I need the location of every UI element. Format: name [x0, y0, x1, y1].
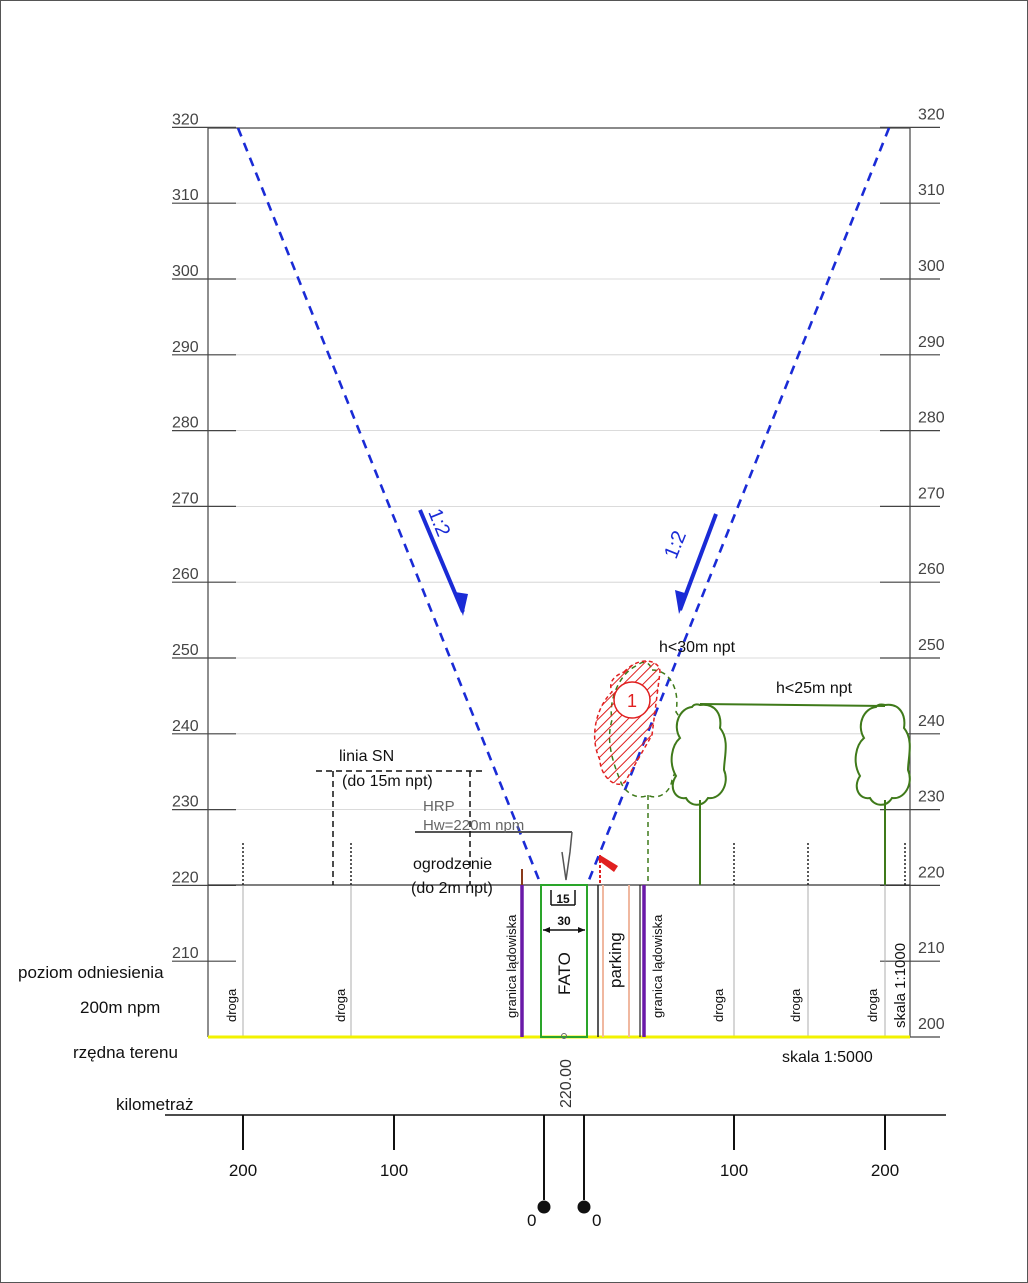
- right-elevation-label: 230: [918, 789, 945, 806]
- power-line-label: linia SN: [339, 748, 394, 765]
- elevation-gridlines: [208, 202, 910, 810]
- left-elevation-label: 250: [172, 642, 199, 659]
- dim-15-label: 15: [556, 892, 570, 906]
- dim-30-label: 30: [557, 914, 571, 928]
- road-label-3: droga: [711, 988, 726, 1022]
- right-elevation-label: 290: [918, 334, 945, 351]
- chainage-label: kilometraż: [116, 1095, 193, 1114]
- obstacle-penetration-zone: [593, 660, 661, 785]
- power-line-note: (do 15m npt): [342, 773, 433, 790]
- right-elevation-label: 260: [918, 561, 945, 578]
- left-elevation-label: 220: [172, 869, 199, 886]
- left-elevation-label: 210: [172, 945, 199, 962]
- tree-height-line: [699, 703, 886, 707]
- right-elevation-label: 320: [918, 106, 945, 123]
- left-elevation-label: 320: [172, 111, 199, 128]
- fence-note: (do 2m npt): [411, 880, 493, 897]
- right-elevation-ticks: 320 310 300 290 280 270 260 250 240 230 220 210 200: [880, 106, 945, 1038]
- terrain-ordinate-label: rzędna terenu: [73, 1043, 178, 1062]
- chainage-tick-label: 100: [720, 1161, 748, 1180]
- parking-label: parking: [606, 932, 625, 988]
- obstacle-number: 1: [627, 691, 637, 711]
- left-elevation-label: 310: [172, 187, 199, 204]
- road-dotted-markers: [242, 843, 906, 885]
- right-elevation-label: 300: [918, 258, 945, 275]
- slope-arrowhead-left: [455, 592, 468, 616]
- tree-right-icon: [854, 703, 911, 806]
- horizontal-scale-label: skala 1:5000: [782, 1049, 873, 1066]
- road-label-1: droga: [224, 988, 239, 1022]
- chainage-tick-label: 100: [380, 1161, 408, 1180]
- reference-level-label: poziom odniesienia: [18, 963, 164, 982]
- approach-surface-left: [236, 127, 543, 886]
- vertical-scale-label: skala 1:1000: [892, 943, 909, 1028]
- zero-marker-left-icon: [537, 1200, 551, 1214]
- left-elevation-label: 290: [172, 339, 199, 356]
- slope-label-left: 1:2: [423, 506, 454, 540]
- zero-marker-right-icon: [577, 1200, 591, 1214]
- fence-label: ogrodzenie: [413, 856, 492, 873]
- tree-left-icon: [670, 703, 727, 806]
- left-elevation-ticks: 320 310 300 290 280 270 260 250 240 230 220 210: [172, 111, 236, 962]
- road-label-2: droga: [333, 988, 348, 1022]
- right-elevation-label: 270: [918, 485, 945, 502]
- right-elevation-label: 280: [918, 410, 945, 427]
- left-elevation-label: 270: [172, 490, 199, 507]
- landing-border-label-left: granica lądowiska: [504, 914, 519, 1018]
- hrp-pointer: [561, 831, 573, 881]
- hw-label: Hw=220m npm: [423, 817, 524, 834]
- landing-border-label-right: granica lądowiska: [650, 914, 665, 1018]
- reference-value-label: 200m npm: [80, 998, 160, 1017]
- right-elevation-label: 240: [918, 713, 945, 730]
- road-vertical-lines: [242, 885, 886, 1037]
- terrain-value-label: 220.00: [558, 1059, 575, 1108]
- road-label-5: droga: [865, 988, 880, 1022]
- chainage-tick-label: 200: [871, 1161, 899, 1180]
- h25-label: h<25m npt: [776, 680, 853, 697]
- right-elevation-label: 200: [918, 1016, 945, 1033]
- slope-arrow-left: [418, 509, 465, 613]
- center-point: [561, 1033, 567, 1039]
- h30-label: h<30m npt: [659, 639, 736, 656]
- fato-label: FATO: [555, 952, 574, 995]
- road-label-4: droga: [788, 988, 803, 1022]
- right-elevation-label: 310: [918, 182, 945, 199]
- right-elevation-label: 210: [918, 940, 945, 957]
- slope-arrowhead-right: [675, 590, 688, 614]
- left-elevation-label: 280: [172, 415, 199, 432]
- obstacle-marker: [613, 681, 651, 719]
- zero-label-right: 0: [592, 1211, 601, 1230]
- left-elevation-label: 240: [172, 718, 199, 735]
- left-elevation-label: 300: [172, 263, 199, 280]
- fato-area: [540, 884, 588, 1038]
- left-elevation-label: 260: [172, 566, 199, 583]
- right-elevation-label: 220: [918, 864, 945, 881]
- left-elevation-label: 230: [172, 794, 199, 811]
- right-elevation-label: 250: [918, 637, 945, 654]
- chainage-tick-label: 200: [229, 1161, 257, 1180]
- hrp-label: HRP: [423, 798, 455, 815]
- chainage-ticks: [242, 1115, 886, 1200]
- zero-label-left: 0: [527, 1211, 536, 1230]
- windsock-icon: [598, 855, 618, 872]
- slope-label-right: 1:2: [660, 528, 691, 562]
